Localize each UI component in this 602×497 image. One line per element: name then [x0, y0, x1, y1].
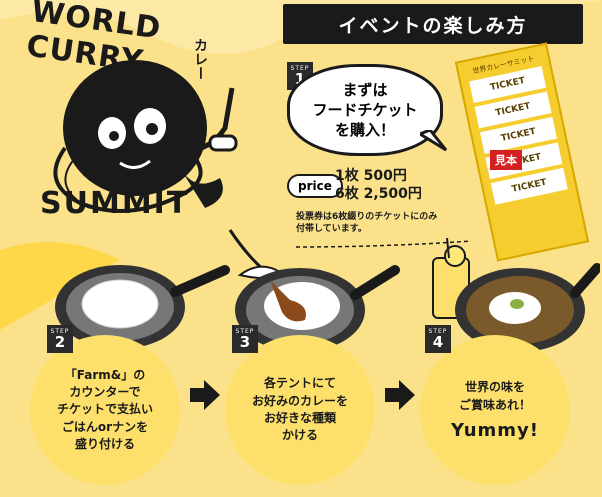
price-list: 1枚 500円 6枚 2,500円	[335, 168, 422, 203]
world-curry-summit-logo: WORLD CURRY カレー SUMMIT	[20, 0, 265, 238]
step-number: 4	[432, 332, 444, 351]
arrow-right-icon	[385, 380, 415, 410]
arrow-right-icon	[190, 380, 220, 410]
price-set: 6枚 2,500円	[335, 185, 422, 202]
step-4-text: 世界の味を ご賞味あれ！	[458, 380, 531, 412]
bubble-tail	[420, 130, 448, 152]
pan-rice-icon	[55, 265, 230, 349]
step-1-speech-bubble: まずは フードチケット を購入！	[287, 64, 443, 156]
yummy-text: Yummy!	[451, 419, 539, 441]
logo-bottom-text: SUMMIT	[40, 186, 190, 221]
step-number: 3	[239, 332, 251, 351]
step-number: 1	[294, 69, 306, 88]
page-title: イベントの楽しみ方	[283, 4, 583, 44]
mascot-illustration	[53, 60, 238, 213]
step-3-text: 各テントにて お好みのカレーを お好きな種類 かける	[251, 376, 348, 443]
price-single: 1枚 500円	[335, 168, 407, 184]
step-3-badge: STEP 3	[232, 325, 258, 353]
step-label: STEP	[235, 327, 255, 335]
step-1-text: まずは フードチケット を購入！	[312, 80, 418, 140]
price-label: price	[287, 174, 343, 198]
voting-ticket-note: 投票券は6枚綴りのチケットにのみ 付帯しています。	[296, 212, 438, 235]
logo-side-text: カレー	[192, 38, 208, 80]
step-4-badge: STEP 4	[425, 325, 451, 353]
step-label: STEP	[428, 327, 448, 335]
pan-curry-pour-icon	[228, 229, 400, 352]
step-label: STEP	[50, 327, 70, 335]
sample-badge: 見本	[490, 150, 522, 170]
step-2-circle: 「Farm&」の カウンターで チケットで支払い ごはんorナンを 盛り付ける	[30, 335, 180, 485]
pan-finished-curry-icon	[432, 238, 600, 352]
step-label: STEP	[290, 64, 310, 72]
step-2-text: 「Farm&」の カウンターで チケットで支払い ごはんorナンを 盛り付ける	[56, 367, 153, 452]
step-number: 2	[54, 332, 66, 351]
dashed-pointer-line	[296, 240, 472, 248]
step-4-circle: 世界の味を ご賞味あれ！ Yummy!	[420, 335, 570, 485]
step-3-circle: 各テントにて お好みのカレーを お好きな種類 かける	[225, 335, 375, 485]
step-2-badge: STEP 2	[47, 325, 73, 353]
